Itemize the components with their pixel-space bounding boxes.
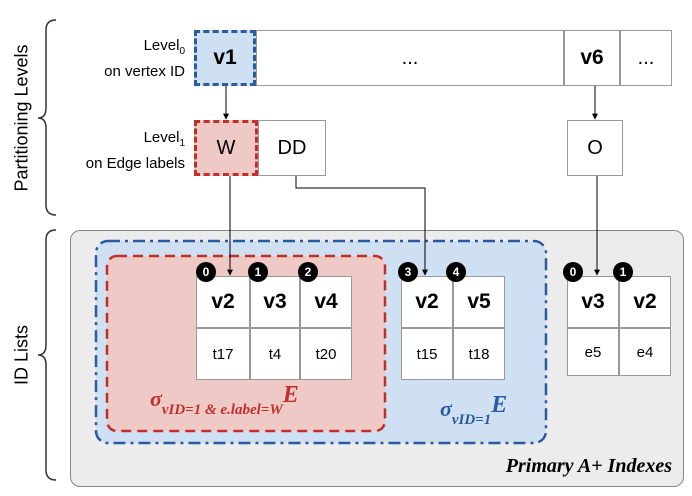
group-w-value-1: t4 xyxy=(250,328,300,380)
level0-sub: 0 xyxy=(179,46,185,57)
group-w-value-2: t20 xyxy=(300,328,352,380)
level0-cell-v6: v6 xyxy=(564,30,620,86)
level1-cell-dd: DD xyxy=(258,120,326,176)
sigma-blue-label: σvID=1E xyxy=(440,392,507,428)
group-w-header-0: v2 xyxy=(196,276,250,328)
group-dd-header-1: v5 xyxy=(453,276,505,328)
level0-label: Level0 on vertex ID xyxy=(60,36,185,82)
badge-2: 2 xyxy=(298,262,318,282)
level1-sub: 1 xyxy=(179,138,185,149)
level1-cell-w: W xyxy=(194,120,258,176)
level0-cell-ellipsis-2: ... xyxy=(620,30,672,86)
sigma-blue-sub: vID=1 xyxy=(451,412,492,428)
level1-name: Level xyxy=(143,129,180,146)
badge-1: 1 xyxy=(248,262,268,282)
badge-o-0: 0 xyxy=(563,262,583,282)
level1-desc: on Edge labels xyxy=(85,155,185,172)
sigma-red-label: σvID=1 & e.label=WE xyxy=(150,382,299,418)
sigma-blue-sup: E xyxy=(491,392,508,418)
level0-cell-ellipsis: ... xyxy=(256,30,564,86)
level0-desc: on vertex ID xyxy=(104,63,185,80)
badge-o-1: 1 xyxy=(613,262,633,282)
group-w-header-1: v3 xyxy=(250,276,300,328)
sigma-red-sub: vID=1 & e.label=W xyxy=(161,402,283,418)
badge-3: 3 xyxy=(398,262,418,282)
primary-indexes-label: Primary A+ Indexes xyxy=(505,455,672,477)
group-w-header-2: v4 xyxy=(300,276,352,328)
level0-name: Level xyxy=(143,37,180,54)
group-dd-header-0: v2 xyxy=(401,276,453,328)
sigma-red-symbol: σ xyxy=(150,386,162,411)
badge-4: 4 xyxy=(446,262,466,282)
sigma-blue-symbol: σ xyxy=(440,396,452,421)
level0-cell-v1: v1 xyxy=(194,30,256,86)
sigma-red-sup: E xyxy=(282,382,299,408)
group-o-value-0: e5 xyxy=(567,328,619,376)
group-o-value-1: e4 xyxy=(619,328,671,376)
group-w-value-0: t17 xyxy=(196,328,250,380)
level1-label: Level1 on Edge labels xyxy=(60,128,185,174)
level1-cell-o: O xyxy=(567,120,623,176)
group-o-header-1: v2 xyxy=(619,276,671,328)
badge-0: 0 xyxy=(196,262,216,282)
group-dd-value-0: t15 xyxy=(401,328,453,380)
group-dd-value-1: t18 xyxy=(453,328,505,380)
group-o-header-0: v3 xyxy=(567,276,619,328)
